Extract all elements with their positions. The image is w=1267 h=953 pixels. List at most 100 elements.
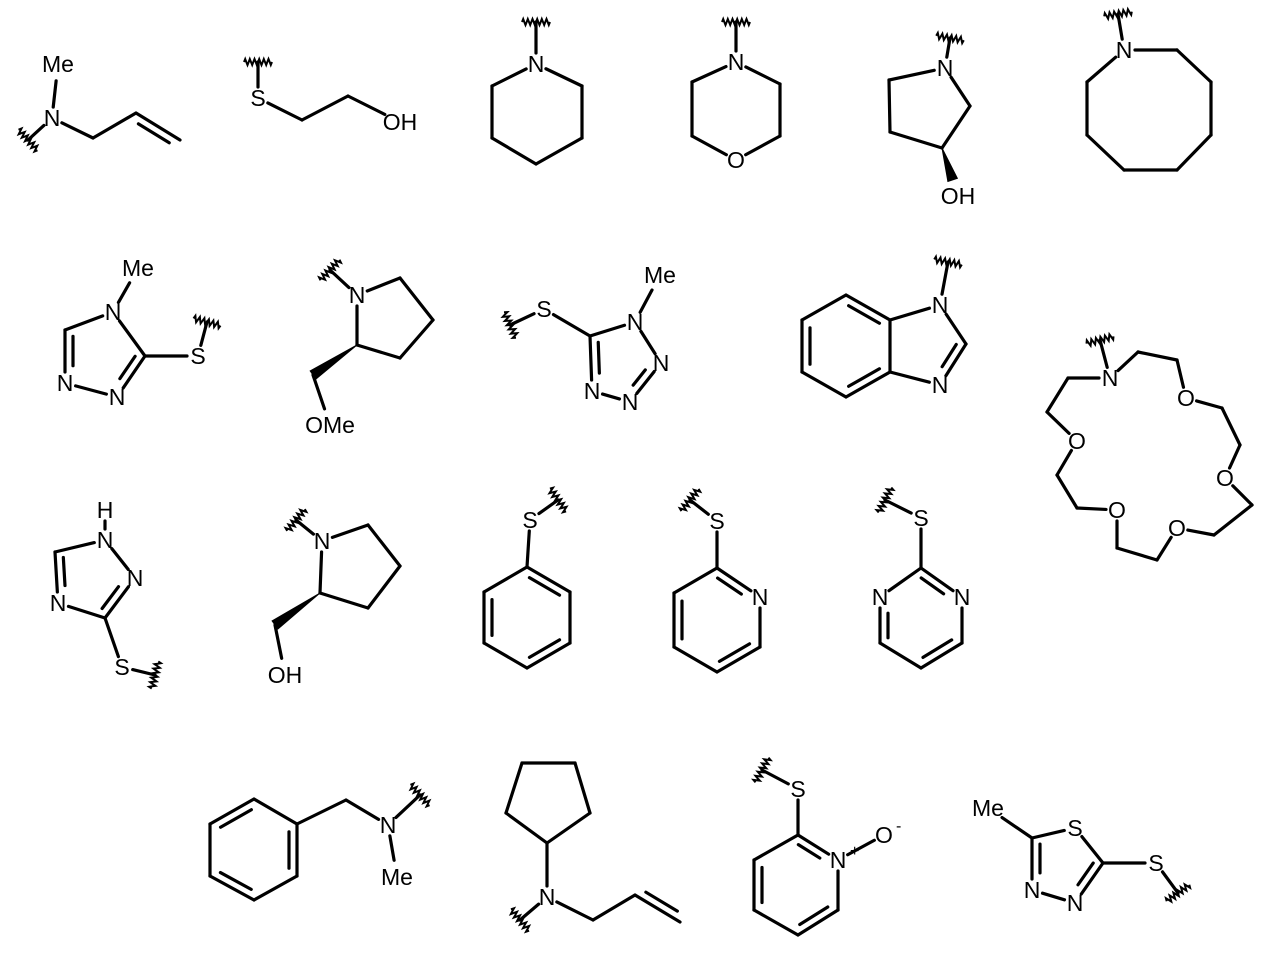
atom-label: N: [528, 51, 545, 77]
bond: [490, 136, 538, 166]
atom-label: N: [97, 527, 114, 553]
attachment-bond: [328, 268, 351, 290]
bond: [1055, 473, 1079, 510]
atom-label: S: [1067, 815, 1082, 841]
atom-label: OH: [268, 662, 303, 688]
attachment-bond: [883, 498, 913, 515]
bond: [1085, 55, 1118, 84]
double-bond-line: [921, 638, 954, 660]
bond: [635, 370, 656, 395]
bond: [344, 798, 381, 821]
atom-label: N: [622, 389, 639, 415]
wedge-bond: [309, 344, 358, 380]
bond: [944, 312, 968, 346]
bond: [887, 68, 936, 82]
bond: [208, 874, 256, 902]
bond: [525, 565, 572, 594]
bond: [800, 370, 848, 399]
structure-thiophenol: S: [482, 486, 572, 670]
structure-n-methylbenzylamine: NMe: [208, 781, 432, 902]
wavy-bond-icon: [508, 906, 532, 934]
bond: [117, 319, 147, 358]
wavy-bond-icon: [677, 488, 703, 512]
charge-label: -: [896, 818, 901, 835]
bond: [91, 111, 138, 140]
double-bond-line: [118, 354, 137, 381]
bond: [74, 384, 108, 396]
atom-label: N: [1024, 877, 1041, 903]
atom-label: S: [114, 654, 129, 680]
bond: [744, 65, 782, 86]
wavy-bond-icon: [1103, 6, 1133, 22]
double-bond-line: [716, 576, 743, 596]
atom-label: S: [522, 507, 537, 533]
double-bond-line: [717, 642, 752, 663]
bond: [940, 104, 972, 150]
bond: [919, 566, 955, 593]
bond: [1116, 350, 1140, 373]
bond: [1115, 546, 1159, 562]
bond: [365, 276, 402, 293]
double-bond-line: [61, 555, 67, 588]
bond: [504, 761, 524, 815]
bond: [1212, 503, 1254, 537]
atom-label: N: [109, 384, 126, 410]
double-bond-line: [527, 576, 562, 597]
atom-label: O: [1168, 515, 1186, 541]
bond: [1040, 891, 1067, 902]
structure-2-mercaptoethanol: SOH: [243, 56, 417, 135]
atom-label: S: [790, 776, 805, 802]
attachment-bond: [688, 498, 710, 516]
bond: [638, 288, 654, 314]
bond: [600, 392, 622, 401]
bond: [1175, 358, 1186, 389]
bond: [398, 318, 435, 360]
bond: [53, 540, 96, 554]
atom-label: O: [727, 147, 745, 173]
bond: [744, 134, 782, 157]
atom-label: S: [190, 343, 205, 369]
atom-label: Me: [972, 795, 1004, 821]
bond: [545, 811, 592, 845]
bond: [591, 893, 637, 922]
bond: [551, 312, 592, 338]
bond: [888, 130, 944, 150]
bond: [752, 833, 800, 862]
double-bond-line: [596, 340, 601, 375]
bond: [672, 566, 719, 595]
bond: [1175, 133, 1213, 172]
attachment-bond: [131, 667, 157, 677]
bond: [1080, 834, 1105, 865]
wavy-bond-icon: [283, 508, 309, 532]
atom-label: N: [932, 292, 949, 318]
bond: [366, 523, 402, 568]
bond: [690, 64, 728, 84]
double-bond-line: [919, 576, 946, 596]
bond: [355, 343, 402, 360]
atom-label: N: [627, 309, 644, 335]
atom-label: O: [1108, 497, 1126, 523]
atom-label: N: [1116, 37, 1133, 63]
bond: [715, 645, 762, 674]
atom-label: S: [709, 508, 724, 534]
structure-n-methyl-allylamine: NMe: [16, 51, 182, 154]
wavy-bond-icon: [547, 486, 569, 514]
wavy-bond-icon: [317, 258, 343, 282]
structure-2-mercaptopyridine-n-oxide: SN+O-: [750, 756, 901, 937]
atom-label: N: [728, 49, 745, 75]
double-bond-line: [940, 342, 958, 369]
wavy-bond-icon: [243, 56, 273, 68]
atom-label: N: [127, 565, 144, 591]
double-bond-line: [847, 304, 882, 325]
bond: [208, 797, 256, 826]
attachment-bond: [940, 260, 950, 296]
double-bond-line: [1076, 861, 1095, 887]
bond: [525, 529, 531, 569]
double-bond-line: [218, 808, 253, 829]
double-bond-line: [796, 843, 822, 860]
